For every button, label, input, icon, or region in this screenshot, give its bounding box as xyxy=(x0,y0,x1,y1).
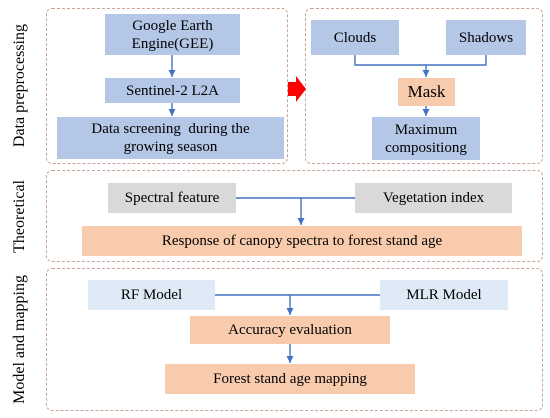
spectral-feature-box: Spectral feature xyxy=(108,183,236,213)
rf-model-box: RF Model xyxy=(88,280,215,310)
preprocessing-left-frame xyxy=(46,8,288,164)
clouds-label: Clouds xyxy=(333,29,377,46)
clouds-box: Clouds xyxy=(311,20,399,55)
screening-line-1: Data screening during the xyxy=(91,121,250,137)
mapping-label: Forest stand age mapping xyxy=(213,371,367,387)
vegetation-index-label: Vegetation index xyxy=(382,190,485,206)
mapping-box: Forest stand age mapping xyxy=(165,364,415,394)
vegetation-index-box: Vegetation index xyxy=(355,183,512,213)
shadows-label: Shadows xyxy=(458,29,514,46)
mlr-model-box: MLR Model xyxy=(380,280,508,310)
spectral-feature-label: Spectral feature xyxy=(124,190,220,206)
response-label: Response of canopy spectra to forest sta… xyxy=(161,233,443,249)
mask-box: Mask xyxy=(398,78,455,106)
red-block-arrow xyxy=(288,76,306,102)
compositing-box: Maximum compositiong xyxy=(372,117,480,160)
accuracy-label: Accuracy evaluation xyxy=(228,322,352,338)
gee-line-1: Google Earth xyxy=(132,17,213,34)
mlr-model-label: MLR Model xyxy=(406,287,482,303)
connector-clouds-shadows xyxy=(354,55,487,66)
theoretical-frame xyxy=(46,170,543,262)
sentinel-box: Sentinel-2 L2A xyxy=(105,78,240,103)
sentinel-label: Sentinel-2 L2A xyxy=(126,82,219,99)
screening-box: Data screening during the growing season xyxy=(57,117,284,159)
shadows-box: Shadows xyxy=(446,20,526,55)
accuracy-box: Accuracy evaluation xyxy=(190,316,390,344)
response-box: Response of canopy spectra to forest sta… xyxy=(82,226,522,256)
gee-line-2: Engine(GEE) xyxy=(131,35,214,52)
model-frame xyxy=(46,268,543,411)
screening-line-2: growing season xyxy=(123,139,218,155)
mask-label: Mask xyxy=(407,82,446,101)
preprocessing-right-frame xyxy=(305,8,543,164)
compositing-line-1: Maximum xyxy=(394,121,458,138)
rf-model-label: RF Model xyxy=(120,287,183,303)
gee-box: Google Earth Engine(GEE) xyxy=(105,14,240,55)
compositing-line-2: compositiong xyxy=(385,139,467,156)
